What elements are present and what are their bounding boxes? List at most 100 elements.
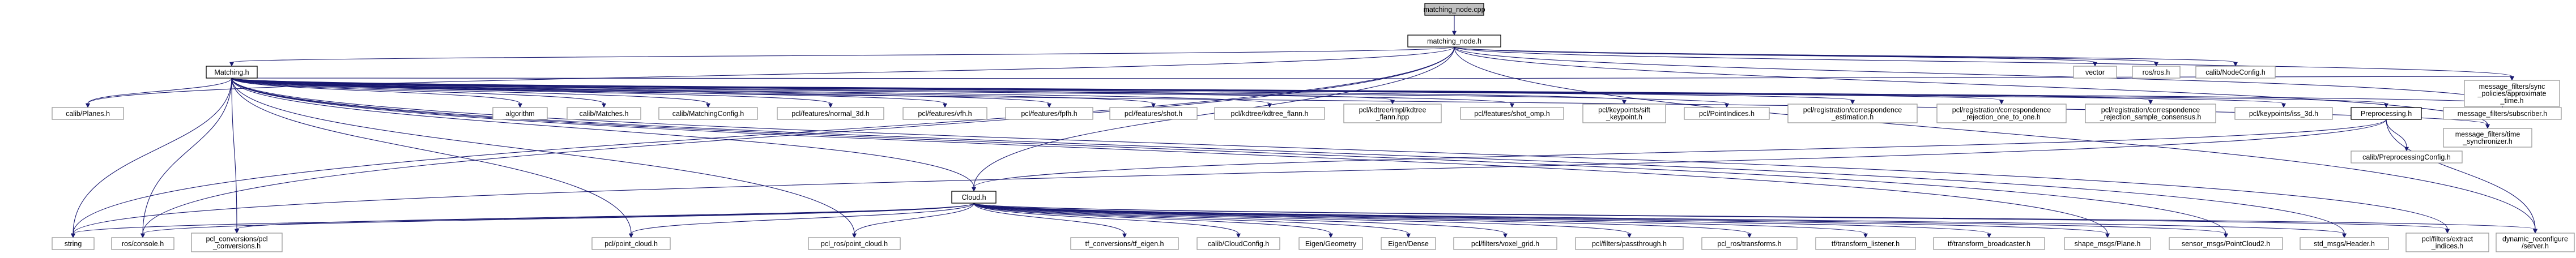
node-label: _indices.h — [2431, 242, 2463, 250]
edge-Cloud_h-to-shape_msgs_Plane_h — [973, 203, 2108, 234]
node-box — [2195, 66, 2276, 79]
node-pcl_features_vfh_h[interactable]: pcl/features/vfh.h — [902, 107, 987, 120]
node-Matching_h[interactable]: Matching.h — [206, 66, 258, 79]
edge-Matching_h-to-pcl_features_shot_omp_h — [231, 78, 1513, 104]
arrowhead — [1236, 233, 1241, 238]
node-Cloud_h[interactable]: Cloud.h — [951, 191, 997, 204]
node-box — [567, 107, 641, 120]
node-label: pcl/features/shot_omp.h — [1474, 110, 1549, 118]
arrowhead — [518, 103, 522, 108]
node-pcl_filters_extract_indices_h[interactable]: pcl/filters/extract_indices.h — [2405, 233, 2489, 252]
arrowhead — [1390, 100, 1395, 105]
node-Eigen_Geometry[interactable]: Eigen/Geometry — [1298, 237, 1363, 250]
node-pcl_features_shot_h[interactable]: pcl/features/shot.h — [1109, 107, 1198, 120]
node-vector[interactable]: vector — [2073, 66, 2117, 79]
node-message_filters_sync_policies_approximate_time_h[interactable]: message_filters/sync_policies/approximat… — [2464, 80, 2560, 107]
edge-Cloud_h-to-tf_transform_broadcaster_h — [973, 203, 1990, 234]
node-label: pcl/point_cloud.h — [604, 240, 658, 248]
node-label: _rejection_sample_consensus.h — [2100, 113, 2202, 121]
node-box — [1197, 237, 1280, 250]
node-Preprocessing_h[interactable]: Preprocessing.h — [2351, 107, 2422, 120]
node-box — [2132, 66, 2181, 79]
edge-Matching_h-to-std_msgs_Header_h — [231, 78, 2345, 234]
node-pcl_registration_correspondence_rejection_one_to_one_h[interactable]: pcl/registration/correspondence_rejectio… — [1936, 104, 2067, 123]
node-std_msgs_Header_h[interactable]: std_msgs/Header.h — [2300, 237, 2389, 250]
node-pcl_PointIndices_h[interactable]: pcl/PointIndices.h — [1684, 107, 1770, 120]
node-box — [206, 66, 258, 79]
node-Eigen_Dense[interactable]: Eigen/Dense — [1381, 237, 1436, 250]
edge-matching_node_h-to-dynamic_reconfigure_server_h — [1454, 46, 2536, 230]
node-pcl_keypoints_sift_keypoint_h[interactable]: pcl/keypoints/sift_keypoint.h — [1582, 104, 1666, 123]
node-box — [1933, 237, 2045, 250]
node-pcl_conversions_pcl_conversions_h[interactable]: pcl_conversions/pcl_conversions.h — [191, 233, 283, 252]
node-algorithm[interactable]: algorithm — [492, 107, 548, 120]
edge-matching_node_h-to-calib_NodeConfig_h — [1454, 46, 2236, 63]
node-string[interactable]: string — [52, 237, 95, 250]
edge-Matching_h-to-ros_console_h — [142, 78, 232, 234]
node-pcl_features_fpfh_h[interactable]: pcl/features/fpfh.h — [1005, 107, 1093, 120]
node-pcl_filters_voxel_grid_h[interactable]: pcl/filters/voxel_grid.h — [1453, 237, 1557, 250]
node-matching_node_cpp[interactable]: matching_node.cpp — [1423, 3, 1485, 16]
edge-Matching_h-to-Cloud_h — [231, 78, 974, 188]
edge-Cloud_h-to-std_msgs_Header_h — [973, 203, 2345, 234]
arrowhead — [828, 103, 833, 108]
edge-Matching_h-to-pcl_filters_extract_indices_h — [231, 78, 2448, 230]
arrowhead — [2148, 100, 2153, 105]
arrowhead — [2093, 62, 2097, 67]
node-calib_CloudConfig_h[interactable]: calib/CloudConfig.h — [1197, 237, 1280, 250]
node-pcl_keypoints_iss_3d_h[interactable]: pcl/keypoints/iss_3d.h — [2234, 107, 2333, 120]
node-pcl_registration_correspondence_rejection_sample_consensus_h[interactable]: pcl/registration/correspondence_rejectio… — [2085, 104, 2216, 123]
node-pcl_features_normal_3d_h[interactable]: pcl/features/normal_3d.h — [777, 107, 884, 120]
arrowhead — [1863, 233, 1868, 238]
node-box — [2169, 237, 2283, 250]
node-label: std_msgs/Header.h — [2314, 240, 2375, 248]
node-pcl_filters_passthrough_h[interactable]: pcl/filters/passthrough.h — [1575, 237, 1684, 250]
node-pcl_ros_transforms_h[interactable]: pcl_ros/transforms.h — [1701, 237, 1798, 250]
node-sensor_msgs_PointCloud2_h[interactable]: sensor_msgs/PointCloud2.h — [2169, 237, 2283, 250]
node-label: message_filters/subscriber.h — [2458, 110, 2547, 118]
arrowhead — [1503, 233, 1508, 238]
node-label: calib/PreprocessingConfig.h — [2362, 153, 2451, 161]
node-shape_msgs_Plane_h[interactable]: shape_msgs/Plane.h — [2064, 237, 2151, 250]
arrowhead — [1999, 100, 2004, 105]
node-dynamic_reconfigure_server_h[interactable]: dynamic_reconfigure/server.h — [2496, 233, 2575, 252]
node-tf_conversions_tf_eigen_h[interactable]: tf_conversions/tf_eigen.h — [1070, 237, 1179, 250]
node-label: _synchronizer.h — [2462, 137, 2513, 145]
node-box — [1936, 104, 2067, 123]
node-calib_NodeConfig_h[interactable]: calib/NodeConfig.h — [2195, 66, 2276, 79]
node-pcl_point_cloud_h[interactable]: pcl/point_cloud.h — [591, 237, 671, 250]
node-box — [1701, 237, 1798, 250]
arrowhead — [140, 233, 145, 238]
node-box — [591, 237, 671, 250]
node-message_filters_subscriber_h[interactable]: message_filters/subscriber.h — [2443, 107, 2562, 120]
arrowhead — [1047, 103, 1051, 108]
node-ros_console_h[interactable]: ros/console.h — [111, 237, 174, 250]
edge-matching_node_h-to-calib_Planes_h — [87, 46, 1455, 104]
node-calib_MatchingConfig_h[interactable]: calib/MatchingConfig.h — [658, 107, 758, 120]
edge-Matching_h-to-calib_Matches_h — [231, 78, 604, 104]
node-pcl_kdtree_impl_kdtree_flann_hpp[interactable]: pcl/kdtree/impl/kdtree_flann.hpp — [1343, 104, 1442, 123]
node-pcl_features_shot_omp_h[interactable]: pcl/features/shot_omp.h — [1460, 107, 1564, 120]
edge-Cloud_h-to-Eigen_Dense — [973, 203, 1409, 234]
node-ros_ros_h[interactable]: ros/ros.h — [2132, 66, 2181, 79]
arrowhead — [2281, 103, 2286, 108]
node-pcl_kdtree_kdtree_flann_h[interactable]: pcl/kdtree/kdtree_flann.h — [1214, 107, 1325, 120]
node-label: _rejection_one_to_one.h — [1962, 113, 2041, 121]
node-label: pcl_conversions/pcl — [206, 235, 267, 243]
node-label: calib/Matches.h — [580, 110, 629, 118]
node-tf_transform_listener_h[interactable]: tf/transform_listener.h — [1815, 237, 1916, 250]
node-pcl_ros_point_cloud_h[interactable]: pcl_ros/point_cloud.h — [808, 237, 901, 250]
node-pcl_registration_correspondence_estimation_h[interactable]: pcl/registration/correspondence_estimati… — [1787, 104, 1918, 123]
node-calib_PreprocessingConfig_h[interactable]: calib/PreprocessingConfig.h — [2351, 150, 2463, 164]
edge-Cloud_h-to-dynamic_reconfigure_server_h — [973, 203, 2536, 230]
edge-Matching_h-to-message_filters_time_synchronizer_h — [231, 78, 2488, 125]
node-calib_Planes_h[interactable]: calib/Planes.h — [52, 107, 124, 120]
node-tf_transform_broadcaster_h[interactable]: tf/transform_broadcaster.h — [1933, 237, 2045, 250]
edge-Matching_h-to-pcl_ros_point_cloud_h — [231, 78, 855, 234]
node-message_filters_time_synchronizer_h[interactable]: message_filters/time_synchronizer.h — [2443, 128, 2532, 148]
node-calib_Matches_h[interactable]: calib/Matches.h — [567, 107, 641, 120]
edge-Matching_h-to-shape_msgs_Plane_h — [231, 78, 2108, 234]
edge-matching_node_h-to-Matching_h — [231, 46, 1455, 63]
node-matching_node_h[interactable]: matching_node.h — [1407, 35, 1501, 48]
edge-Matching_h-to-pcl_kdtree_kdtree_flann_h — [231, 78, 1270, 104]
